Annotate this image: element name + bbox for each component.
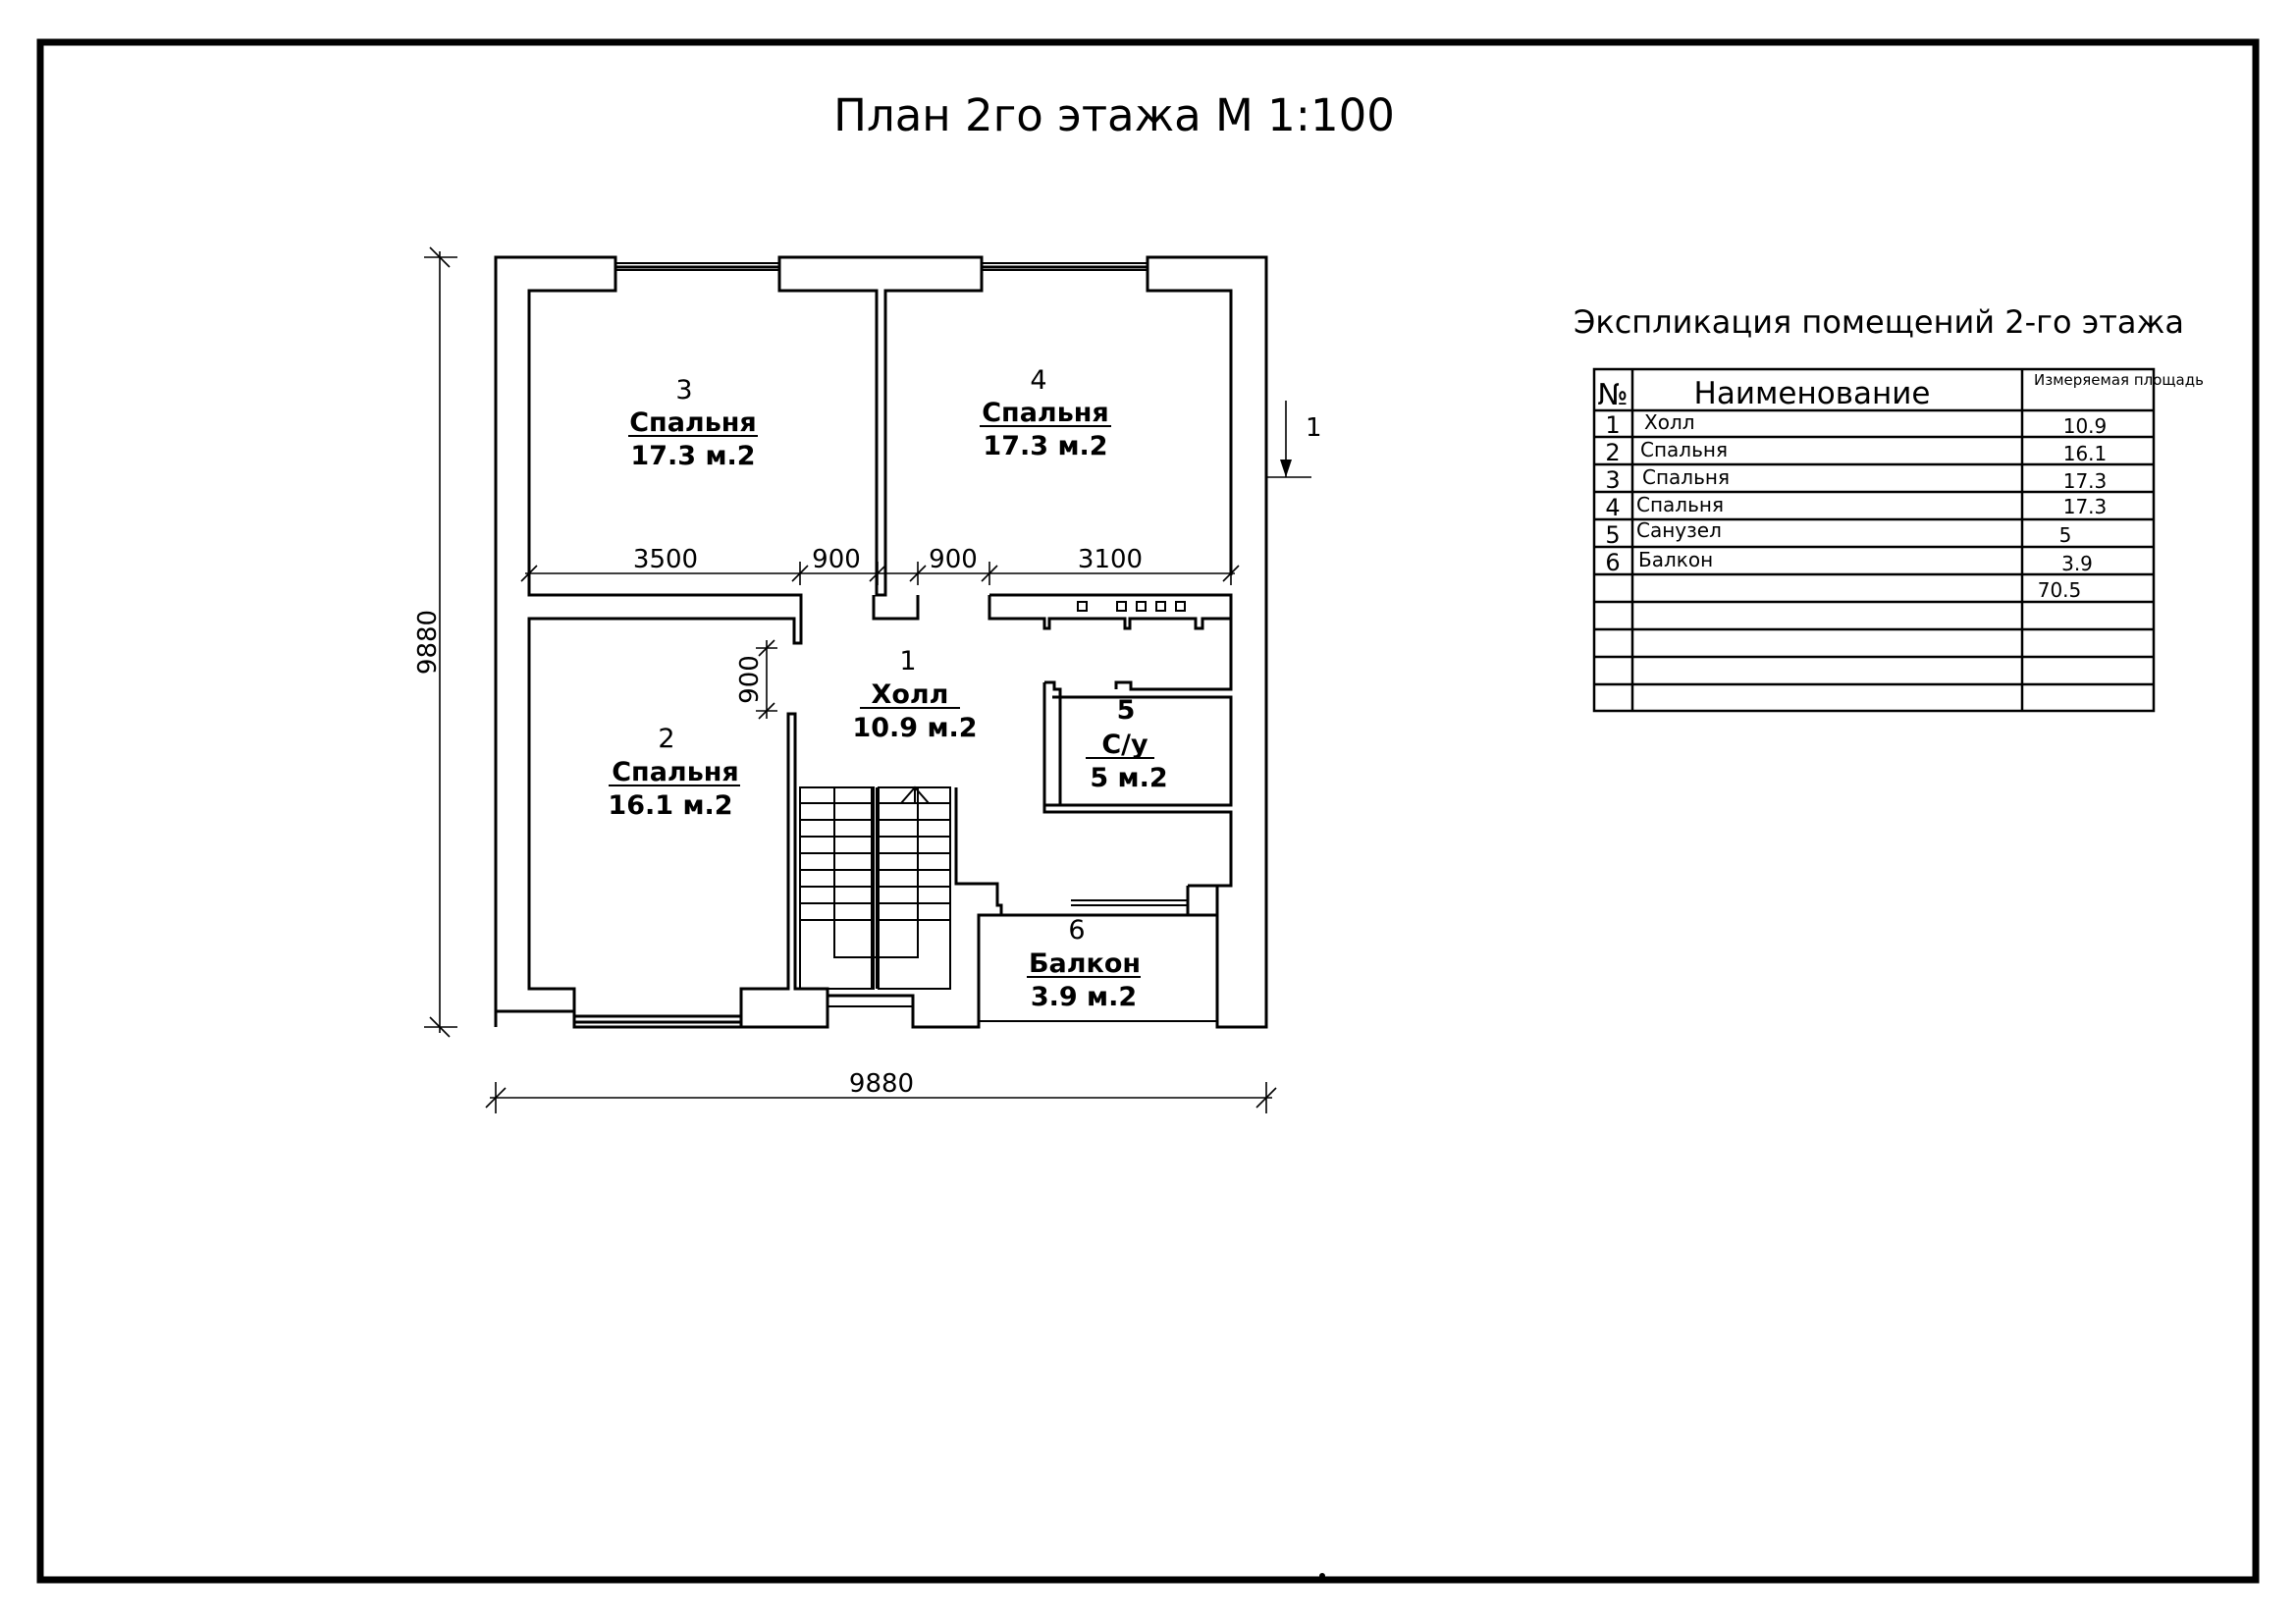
- interior-walls: [527, 267, 1233, 1027]
- room-4-label: 4 Спальня 17.3 м.2: [980, 365, 1111, 461]
- room-5-label: 5 С/у 5 м.2: [1086, 695, 1168, 793]
- section-marker: 1: [1266, 401, 1322, 478]
- svg-text:9880: 9880: [849, 1069, 914, 1099]
- room-1-label: 1 Холл 10.9 м.2: [852, 646, 977, 743]
- svg-text:5: 5: [1117, 695, 1136, 726]
- explication-table: № Наименование Измеряемая площадь 1 Холл…: [1592, 367, 2204, 713]
- header-area: Измеряемая площадь: [2034, 371, 2204, 389]
- svg-text:1: 1: [1605, 411, 1620, 439]
- svg-text:3.9: 3.9: [2061, 552, 2093, 575]
- table-row: 5 Санузел 5: [1605, 518, 2071, 549]
- table-row: 1 Холл 10.9: [1605, 410, 2107, 439]
- explication-title: Экспликация помещений 2-го этажа: [1574, 303, 2184, 341]
- svg-text:900: 900: [735, 655, 765, 704]
- svg-text:17.3 м.2: 17.3 м.2: [983, 431, 1107, 461]
- header-area-label: Измеряемая площадь: [2034, 371, 2204, 389]
- table-row: 4 Спальня 17.3: [1605, 493, 2107, 521]
- svg-text:3100: 3100: [1078, 545, 1143, 574]
- svg-text:9880: 9880: [413, 610, 443, 675]
- exterior-walls: [494, 255, 1268, 1029]
- svg-text:1: 1: [1306, 413, 1322, 443]
- svg-text:16.1 м.2: 16.1 м.2: [608, 790, 732, 821]
- svg-text:5 м.2: 5 м.2: [1090, 763, 1167, 793]
- frame-mark: [1319, 1573, 1325, 1579]
- table-row: 6 Балкон 3.9: [1605, 548, 2093, 576]
- svg-text:10.9: 10.9: [2063, 414, 2108, 438]
- svg-text:5: 5: [2059, 523, 2072, 547]
- svg-text:С/у: С/у: [1101, 730, 1148, 760]
- staircase: [799, 785, 951, 990]
- svg-text:Спальня: Спальня: [629, 407, 757, 438]
- explication: Экспликация помещений 2-го этажа № Наиме…: [1574, 303, 2204, 713]
- svg-text:Спальня: Спальня: [1642, 465, 1730, 489]
- sheet-title: План 2го этажа М 1:100: [833, 89, 1395, 141]
- svg-text:2: 2: [658, 724, 674, 754]
- svg-text:2: 2: [1605, 439, 1620, 466]
- svg-text:3500: 3500: [633, 545, 698, 574]
- svg-text:16.1: 16.1: [2063, 442, 2108, 465]
- svg-text:900: 900: [812, 545, 861, 574]
- svg-text:Санузел: Санузел: [1636, 518, 1722, 542]
- sheet-frame: [36, 38, 2260, 1584]
- table-row: 3 Спальня 17.3: [1605, 465, 2107, 494]
- svg-text:Спальня: Спальня: [1636, 493, 1724, 516]
- header-name: Наименование: [1694, 376, 1931, 411]
- svg-text:900: 900: [929, 545, 978, 574]
- svg-text:Спальня: Спальня: [1640, 438, 1728, 461]
- svg-text:3: 3: [1605, 466, 1620, 494]
- svg-text:Балкон: Балкон: [1029, 948, 1141, 979]
- svg-text:10.9 м.2: 10.9 м.2: [852, 713, 977, 743]
- table-row: 2 Спальня 16.1: [1605, 438, 2107, 466]
- dimension-overall-height: 9880: [413, 246, 457, 1038]
- dimension-door-vertical: 900: [735, 639, 777, 720]
- room-2-label: 2 Спальня 16.1 м.2: [608, 724, 740, 821]
- svg-text:Спальня: Спальня: [982, 398, 1109, 428]
- svg-text:3.9 м.2: 3.9 м.2: [1031, 982, 1137, 1012]
- floor-plan: 3 Спальня 17.3 м.2 4 Спальня 17.3 м.2 2 …: [413, 246, 1322, 1113]
- svg-text:5: 5: [1605, 521, 1620, 549]
- svg-text:17.3: 17.3: [2063, 495, 2108, 518]
- svg-text:Спальня: Спальня: [612, 757, 739, 787]
- dimension-overall-width: 9880: [485, 1069, 1277, 1113]
- svg-text:Холл: Холл: [1644, 410, 1695, 434]
- table-row-total: 70.5: [2038, 578, 2082, 602]
- room-6-label: 6 Балкон 3.9 м.2: [1027, 915, 1141, 1012]
- svg-text:17.3 м.2: 17.3 м.2: [630, 441, 755, 471]
- svg-text:1: 1: [899, 646, 916, 677]
- svg-text:3: 3: [675, 375, 692, 406]
- header-number: №: [1597, 378, 1628, 412]
- svg-text:70.5: 70.5: [2038, 578, 2082, 602]
- room-3-label: 3 Спальня 17.3 м.2: [628, 375, 758, 471]
- svg-text:Балкон: Балкон: [1638, 548, 1713, 571]
- svg-text:17.3: 17.3: [2063, 469, 2108, 493]
- dimension-chain-interior: 3500 900 900 3100: [520, 545, 1240, 585]
- svg-text:4: 4: [1605, 494, 1620, 521]
- svg-text:6: 6: [1068, 915, 1085, 946]
- svg-text:6: 6: [1605, 549, 1620, 576]
- svg-text:Холл: Холл: [872, 679, 949, 710]
- svg-text:4: 4: [1030, 365, 1046, 396]
